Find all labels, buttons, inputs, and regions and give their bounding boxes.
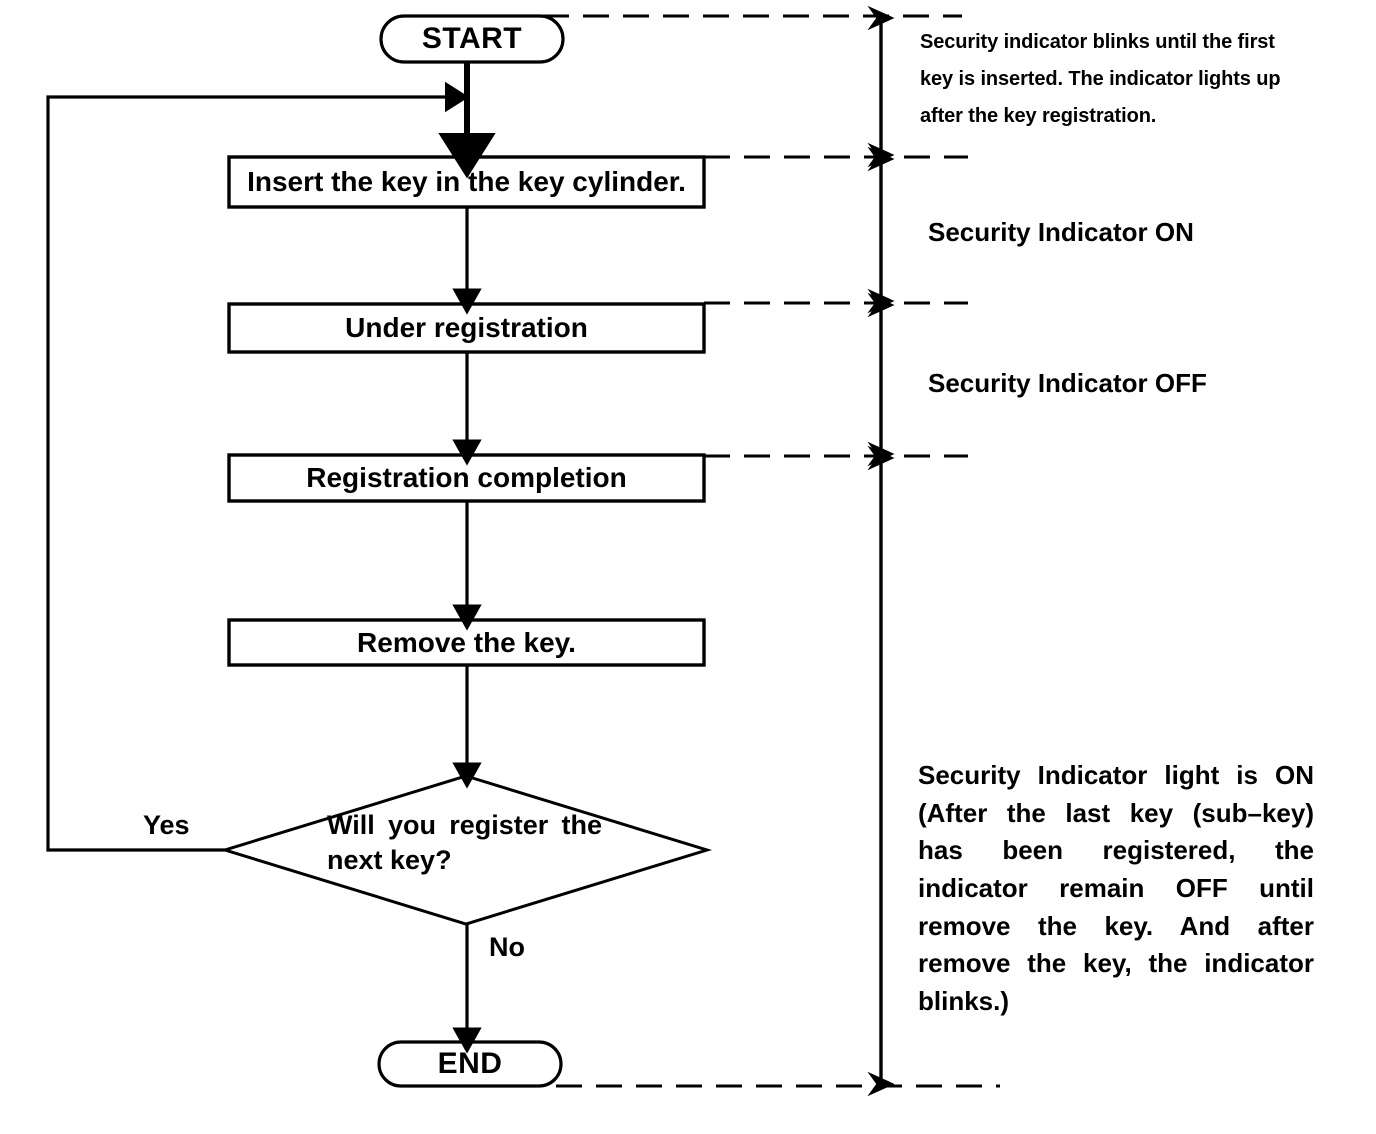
annotation-indicator-off: Security Indicator OFF — [928, 368, 1207, 398]
node-registration-completion-shape — [227, 453, 706, 503]
annotation-indicator-on: Security Indicator ON — [928, 217, 1194, 247]
node-remove-key-shape — [227, 618, 706, 667]
node-start-shape — [379, 14, 565, 64]
branch-label-yes: Yes — [143, 810, 190, 840]
connector-yes-feedback-loop — [46, 81, 470, 852]
node-end-shape — [377, 1040, 563, 1088]
annotation-top-note: Security indicator blinks until the firs… — [920, 31, 1281, 127]
annotation-bottom-note: Security Indicator light is ON (After th… — [918, 760, 1314, 1017]
branch-label-no: No — [489, 932, 525, 962]
node-insert-key-shape — [227, 155, 706, 209]
node-under-registration-shape — [227, 302, 706, 354]
node-decision-label: Will you register the next key? — [327, 810, 602, 875]
